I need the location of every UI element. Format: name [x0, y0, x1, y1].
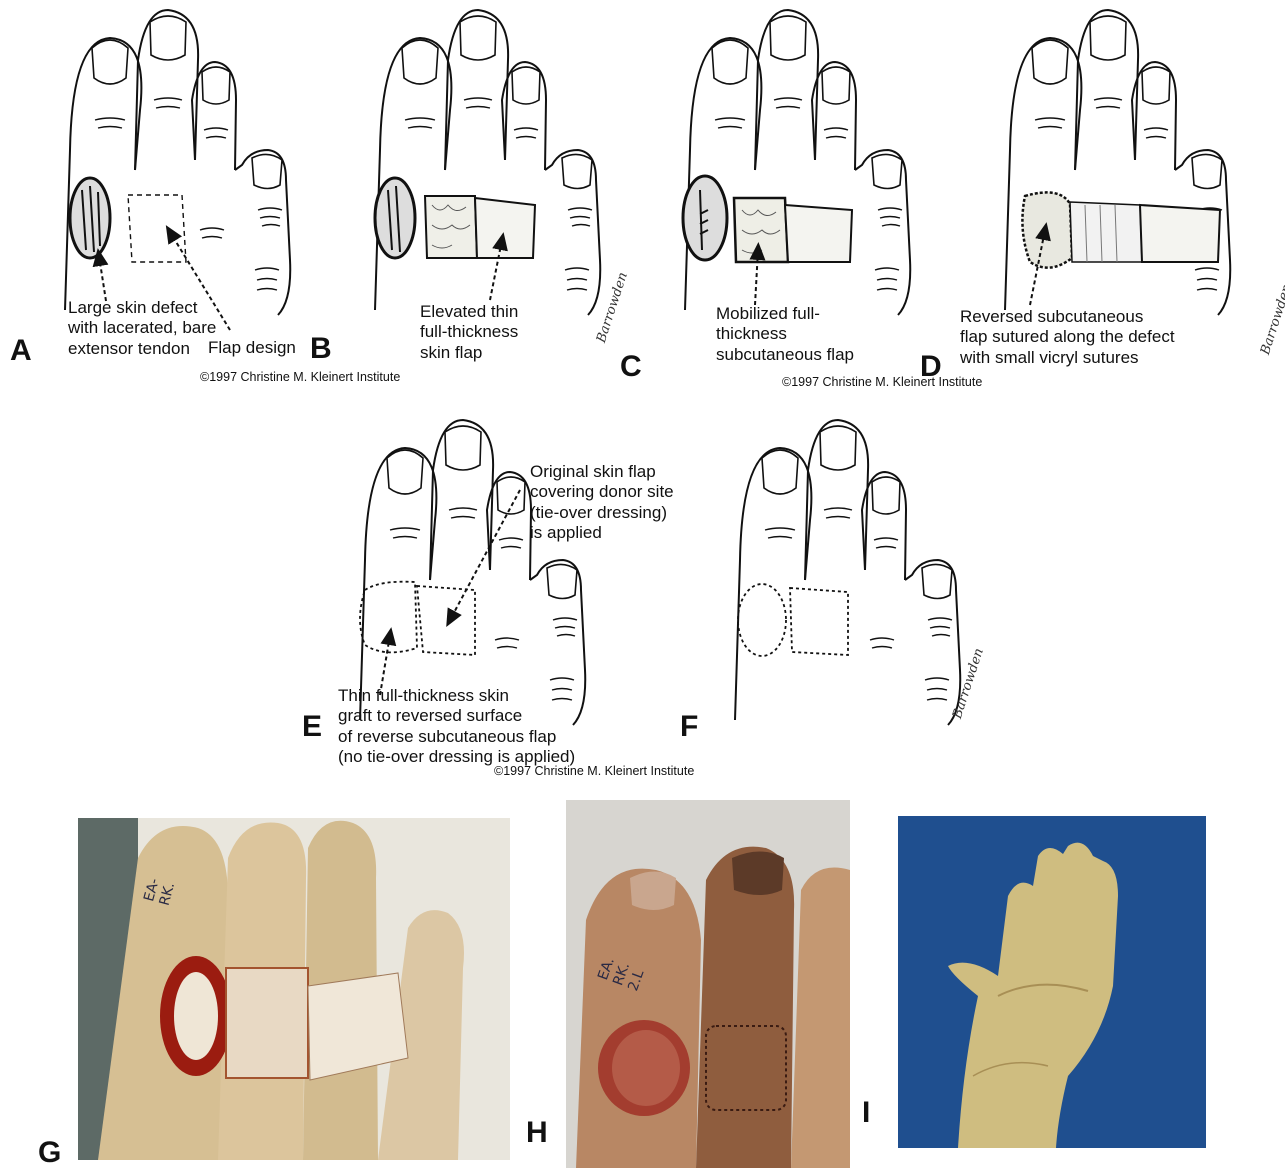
caption-a-defect: Large skin defect with lacerated, bare e…	[68, 298, 216, 359]
hand-drawing-f	[735, 420, 960, 725]
caption-b: Elevated thin full-thickness skin flap	[420, 302, 518, 363]
caption-a-flap-design: Flap design	[208, 338, 296, 358]
hand-drawing-a	[65, 10, 290, 330]
panel-label-f: F	[680, 712, 698, 742]
caption-e-original-flap: Original skin flap covering donor site (…	[530, 462, 674, 544]
copyright-top-left: ©1997 Christine M. Kleinert Institute	[200, 370, 400, 384]
copyright-top-right: ©1997 Christine M. Kleinert Institute	[782, 375, 982, 389]
copyright-middle: ©1997 Christine M. Kleinert Institute	[494, 764, 694, 778]
panel-label-b: B	[310, 334, 332, 364]
hand-drawing-c	[683, 10, 910, 315]
caption-d: Reversed subcutaneous flap sutured along…	[960, 307, 1175, 368]
caption-c: Mobilized full- thickness subcutaneous f…	[716, 304, 854, 365]
photo-g: EA- RK.	[78, 818, 510, 1160]
hand-drawings	[0, 0, 1285, 790]
caption-e-graft: Thin full-thickness skin graft to revers…	[338, 686, 575, 768]
panel-label-c: C	[620, 352, 642, 382]
panel-label-g: G	[38, 1138, 61, 1168]
panel-label-e: E	[302, 712, 322, 742]
panel-label-a: A	[10, 336, 32, 366]
photo-h: EA. RK. 2.L	[566, 800, 850, 1168]
hand-drawing-b	[375, 10, 600, 315]
panel-label-h: H	[526, 1118, 548, 1148]
panel-label-i: I	[862, 1098, 870, 1128]
photo-i	[898, 816, 1206, 1148]
hand-drawing-d	[1005, 10, 1230, 315]
